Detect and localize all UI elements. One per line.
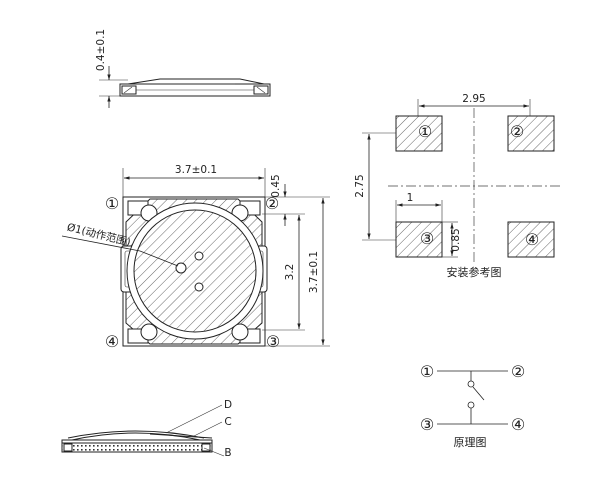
schematic-view: ① ② ③ ④ 原理图 bbox=[420, 362, 525, 449]
dome-profile bbox=[127, 78, 265, 85]
pad-2-label: ② bbox=[510, 122, 524, 141]
pad-3 bbox=[395, 221, 443, 258]
top-film-edge bbox=[149, 433, 213, 439]
layer-label-b: B bbox=[224, 447, 231, 459]
schematic-caption: 原理图 bbox=[454, 436, 487, 449]
layer-label-c: C bbox=[224, 416, 231, 428]
terminal-1-label: ① bbox=[420, 362, 434, 381]
pin-3-label: ③ bbox=[266, 332, 280, 351]
corner-terminal-bottom-right bbox=[231, 323, 261, 344]
width-dimension-label: 3.7±0.1 bbox=[175, 164, 217, 176]
footprint-view: ① ② ③ ④ 2.95 2.75 1 0.85 安装参考图 bbox=[354, 93, 562, 279]
pin-2-label: ② bbox=[265, 194, 279, 213]
label-c-leader bbox=[191, 421, 223, 438]
side-view: 0.4±0.1 bbox=[95, 29, 271, 108]
label-d-leader bbox=[165, 404, 223, 434]
pad-2 bbox=[507, 115, 555, 152]
contact-point-upper bbox=[194, 251, 204, 261]
actuation-leader-line bbox=[61, 235, 179, 267]
pad-width-label: 1 bbox=[407, 192, 414, 204]
contact-point-lower bbox=[194, 282, 204, 292]
switch-lever bbox=[472, 386, 485, 401]
switch-contact-lower bbox=[467, 401, 475, 409]
pin-4-label: ④ bbox=[105, 332, 119, 351]
dome-inner-circle bbox=[133, 209, 257, 333]
terminal-hole bbox=[231, 323, 249, 341]
terminal-4-label: ④ bbox=[511, 415, 525, 434]
terminal-hatch bbox=[123, 86, 133, 94]
pad-pitch-x-label: 2.95 bbox=[462, 93, 485, 105]
actuation-point bbox=[175, 262, 187, 274]
right-terminal-section bbox=[201, 443, 211, 452]
pad-pitch-y-label: 2.75 bbox=[354, 174, 366, 197]
layer-label-d: D bbox=[224, 399, 232, 411]
pad-1-label: ① bbox=[418, 122, 432, 141]
actuation-range-label: Ø1(动作范围) bbox=[66, 220, 132, 248]
pad-4 bbox=[507, 221, 555, 258]
terminal-2-label: ② bbox=[511, 362, 525, 381]
pin-dimension-label: 0.45 bbox=[270, 174, 282, 197]
inner-dimension-label: 3.2 bbox=[284, 264, 296, 281]
height-dimension-label: 3.7±0.1 bbox=[308, 251, 320, 293]
base-layer bbox=[61, 442, 213, 453]
pin-1-label: ① bbox=[105, 194, 119, 213]
corner-terminal-bottom-left bbox=[127, 323, 158, 344]
switch-contact-upper bbox=[467, 380, 475, 388]
label-b-leader bbox=[203, 447, 225, 457]
terminal-hole bbox=[140, 323, 158, 341]
left-terminal-section bbox=[63, 443, 73, 452]
top-view: 3.7±0.1 bbox=[61, 164, 330, 351]
footprint-caption: 安装参考图 bbox=[447, 265, 502, 279]
pad-height-label: 0.85 bbox=[450, 228, 462, 251]
terminal-3-label: ③ bbox=[420, 415, 434, 434]
pad-4-label: ④ bbox=[525, 230, 539, 249]
pad-1 bbox=[395, 115, 443, 152]
metal-dome-section bbox=[71, 432, 201, 441]
cross-section-view: D C B bbox=[61, 399, 232, 459]
thickness-dimension-label: 0.4±0.1 bbox=[95, 29, 107, 71]
base-layer-top bbox=[61, 439, 213, 444]
side-view-body bbox=[119, 78, 271, 97]
terminal-hatch bbox=[256, 86, 266, 94]
top-film-section bbox=[67, 430, 205, 439]
pad-3-label: ③ bbox=[420, 229, 434, 248]
